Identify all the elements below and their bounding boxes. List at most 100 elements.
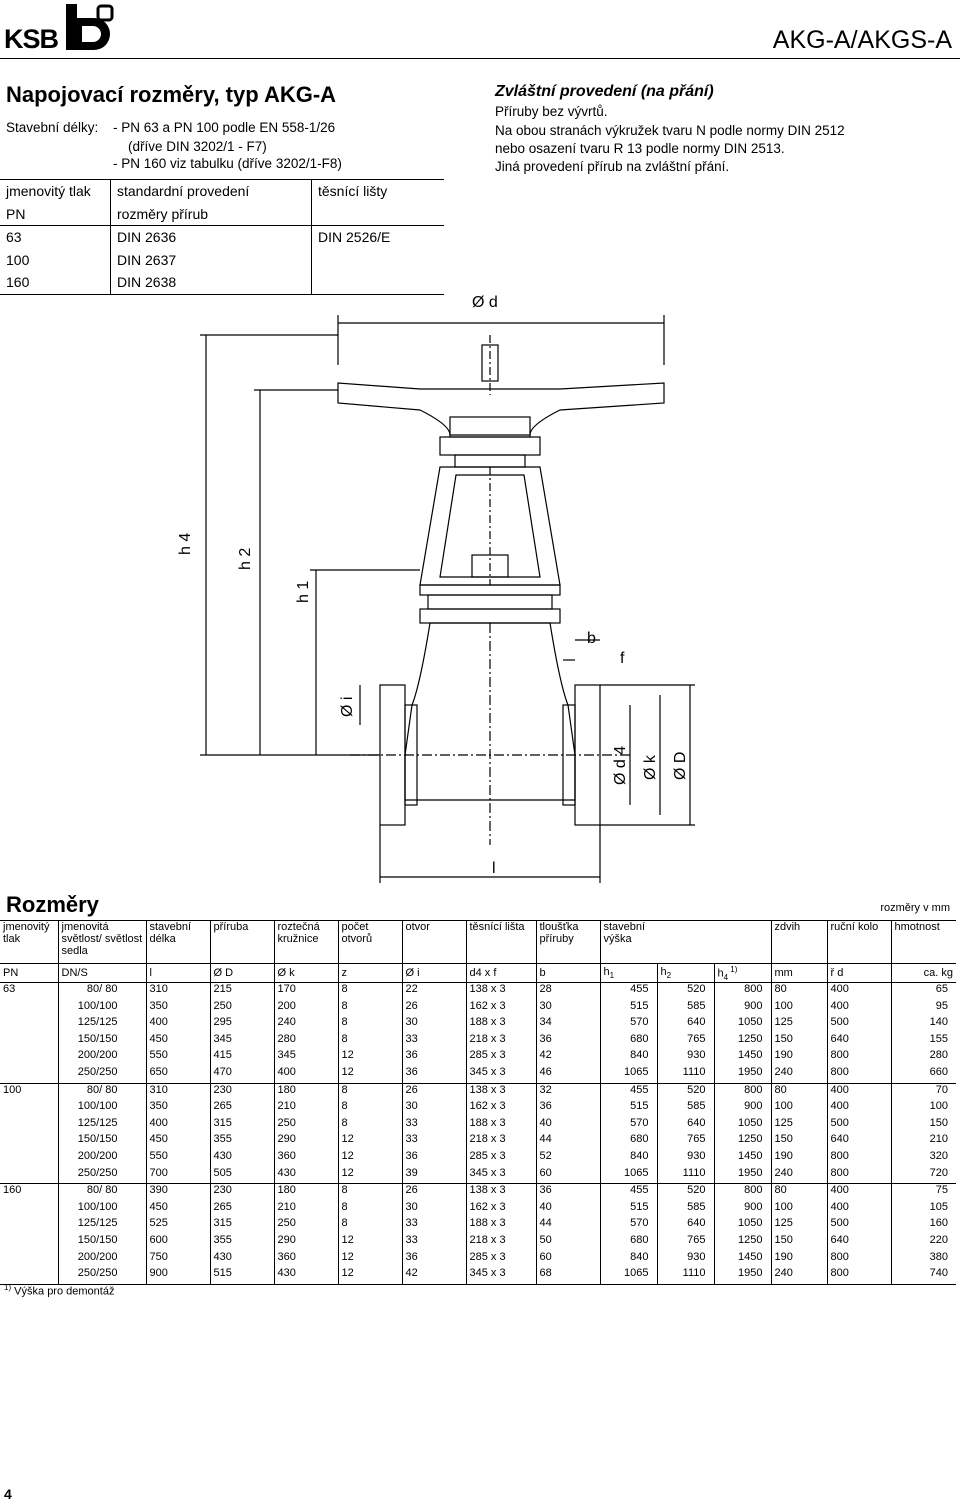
table-cell: 8 bbox=[337, 1217, 402, 1234]
table-cell: 1110 bbox=[656, 1166, 714, 1184]
table-cell: 345 bbox=[273, 1049, 338, 1066]
table-cell: 345 x 3 bbox=[465, 1267, 536, 1285]
table-cell: 400 bbox=[826, 1082, 891, 1101]
table-cell: 840 bbox=[599, 1250, 657, 1268]
table-cell: 8 bbox=[337, 1200, 402, 1218]
table-cell: 500 bbox=[826, 1016, 891, 1033]
table-symbol-cell: Ø k bbox=[273, 963, 338, 983]
table-header-cell bbox=[714, 920, 771, 964]
table-cell: 8 bbox=[337, 1100, 402, 1117]
table-header-cell: hmotnost bbox=[890, 920, 956, 964]
table-cell: 515 bbox=[599, 999, 657, 1017]
table-cell: 1110 bbox=[656, 1267, 714, 1285]
table-cell: 155 bbox=[890, 1032, 956, 1050]
table-cell: 680 bbox=[599, 1133, 657, 1150]
label-h4: h 4 bbox=[177, 533, 194, 555]
table-cell: 162 x 3 bbox=[465, 1100, 536, 1117]
table-cell: 320 bbox=[890, 1149, 956, 1167]
table-cell: 80/ 80 bbox=[57, 982, 146, 1000]
table-cell: 33 bbox=[401, 1116, 466, 1134]
table-cell: 455 bbox=[599, 1082, 657, 1101]
table-cell: 138 x 3 bbox=[465, 982, 536, 1000]
table-cell: 100 bbox=[770, 999, 827, 1017]
table-cell: 800 bbox=[826, 1250, 891, 1268]
table-cell: 150 bbox=[890, 1116, 956, 1134]
table-cell: 1250 bbox=[713, 1233, 771, 1251]
table-cell: 8 bbox=[337, 1116, 402, 1134]
flange-cell: 63 bbox=[0, 225, 111, 249]
lengths-label: Stavební délky: bbox=[6, 120, 99, 135]
table-symbol-cell: z bbox=[337, 963, 402, 983]
table-cell: 100 bbox=[770, 1200, 827, 1218]
flange-cell bbox=[311, 248, 444, 271]
table-cell: 400 bbox=[826, 1183, 891, 1201]
table-symbol-cell: Ø D bbox=[209, 963, 274, 983]
table-cell: 22 bbox=[401, 982, 466, 1000]
table-symbol-cell: ř d bbox=[826, 963, 891, 983]
document-code: AKG-A/AKGS-A bbox=[772, 26, 952, 54]
table-cell: 800 bbox=[713, 1082, 771, 1101]
table-cell: 162 x 3 bbox=[465, 1200, 536, 1218]
table-cell: 765 bbox=[656, 1032, 714, 1050]
table-cell: 900 bbox=[145, 1267, 210, 1285]
brand-name: KSB bbox=[4, 24, 59, 54]
table-symbol-cell: l bbox=[145, 963, 210, 983]
table-cell: 240 bbox=[770, 1267, 827, 1285]
table-cell: 640 bbox=[826, 1032, 891, 1050]
table-cell: 50 bbox=[535, 1233, 600, 1251]
table-cell: 12 bbox=[337, 1149, 402, 1167]
flange-row: 63 DIN 2636 DIN 2526/E bbox=[0, 225, 444, 249]
table-cell: 800 bbox=[826, 1149, 891, 1167]
table-symbol-cell: DN/S bbox=[57, 963, 146, 983]
pn-cell: 160 bbox=[0, 1183, 58, 1201]
table-cell: 280 bbox=[273, 1032, 338, 1050]
table-cell: 36 bbox=[401, 1250, 466, 1268]
table-cell: 240 bbox=[770, 1166, 827, 1184]
table-cell: 1050 bbox=[713, 1217, 771, 1234]
table-cell: 188 x 3 bbox=[465, 1116, 536, 1134]
table-cell: 33 bbox=[401, 1133, 466, 1150]
table-cell: 585 bbox=[656, 1100, 714, 1117]
table-cell: 95 bbox=[890, 999, 956, 1017]
table-cell: 210 bbox=[273, 1100, 338, 1117]
label-k: Ø k bbox=[642, 754, 659, 780]
table-cell: 345 x 3 bbox=[465, 1166, 536, 1184]
table-header-cell: příruba bbox=[209, 920, 274, 964]
table-cell: 190 bbox=[770, 1149, 827, 1167]
flange-subheader-pn: PN bbox=[6, 205, 26, 222]
table-cell: 125/125 bbox=[57, 1217, 146, 1234]
table-cell: 660 bbox=[890, 1065, 956, 1084]
table-symbol-cell: Ø i bbox=[401, 963, 466, 983]
table-cell: 218 x 3 bbox=[465, 1032, 536, 1050]
table-cell: 150/150 bbox=[57, 1133, 146, 1150]
table-cell: 12 bbox=[337, 1166, 402, 1184]
table-cell: 188 x 3 bbox=[465, 1016, 536, 1033]
flange-cell: DIN 2638 bbox=[110, 271, 312, 295]
table-cell: 32 bbox=[535, 1082, 600, 1101]
table-cell: 355 bbox=[209, 1233, 274, 1251]
table-cell: 8 bbox=[337, 982, 402, 1000]
table-cell: 250 bbox=[209, 999, 274, 1017]
table-cell: 34 bbox=[535, 1016, 600, 1033]
table-cell: 8 bbox=[337, 1082, 402, 1101]
label-h2: h 2 bbox=[237, 548, 254, 570]
table-cell: 295 bbox=[209, 1016, 274, 1033]
table-cell: 26 bbox=[401, 1183, 466, 1201]
flange-cell: DIN 2637 bbox=[110, 248, 312, 271]
table-cell: 33 bbox=[401, 1217, 466, 1234]
table-cell: 520 bbox=[656, 1183, 714, 1201]
label-i: Ø i bbox=[339, 697, 356, 717]
pn-cell: 100 bbox=[0, 1082, 58, 1101]
table-cell: 68 bbox=[535, 1267, 600, 1285]
table-cell: 200/200 bbox=[57, 1049, 146, 1066]
table-cell: 188 x 3 bbox=[465, 1217, 536, 1234]
